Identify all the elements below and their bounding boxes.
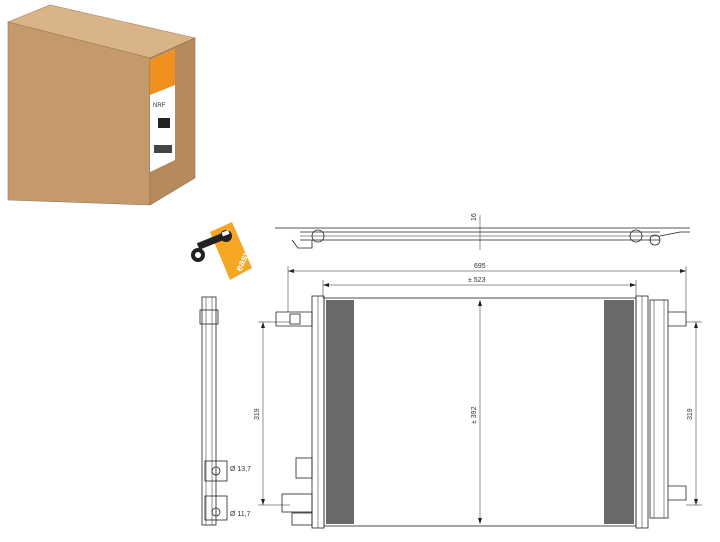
easyfit-wrench-icon: easyfit — [191, 222, 257, 280]
top-view: 16 — [275, 213, 690, 250]
side-view: Ø 13,7 Ø 11,7 — [199, 296, 251, 526]
package-box-icon: NRF — [7, 4, 196, 206]
dim-core-width: ± 523 — [322, 277, 637, 298]
port-upper-diameter: Ø 13,7 — [230, 466, 251, 473]
dim-left-height: 319 — [254, 321, 290, 506]
dim-core-height-text: ± 392 — [471, 406, 478, 424]
dim-overall-width-text: 695 — [474, 263, 486, 270]
dim-overall-width: 695 — [287, 263, 687, 312]
port-lower-diameter: Ø 11,7 — [230, 511, 251, 518]
box-logo: NRF — [153, 103, 166, 109]
condenser-front-view: ± 392 — [275, 295, 687, 529]
dim-left-height-text: 319 — [254, 408, 261, 420]
dim-right-height: 319 — [686, 321, 702, 506]
dim-right-height-text: 319 — [687, 408, 694, 420]
dim-thickness: 16 — [471, 213, 478, 221]
dim-core-width-text: ± 523 — [468, 277, 486, 284]
